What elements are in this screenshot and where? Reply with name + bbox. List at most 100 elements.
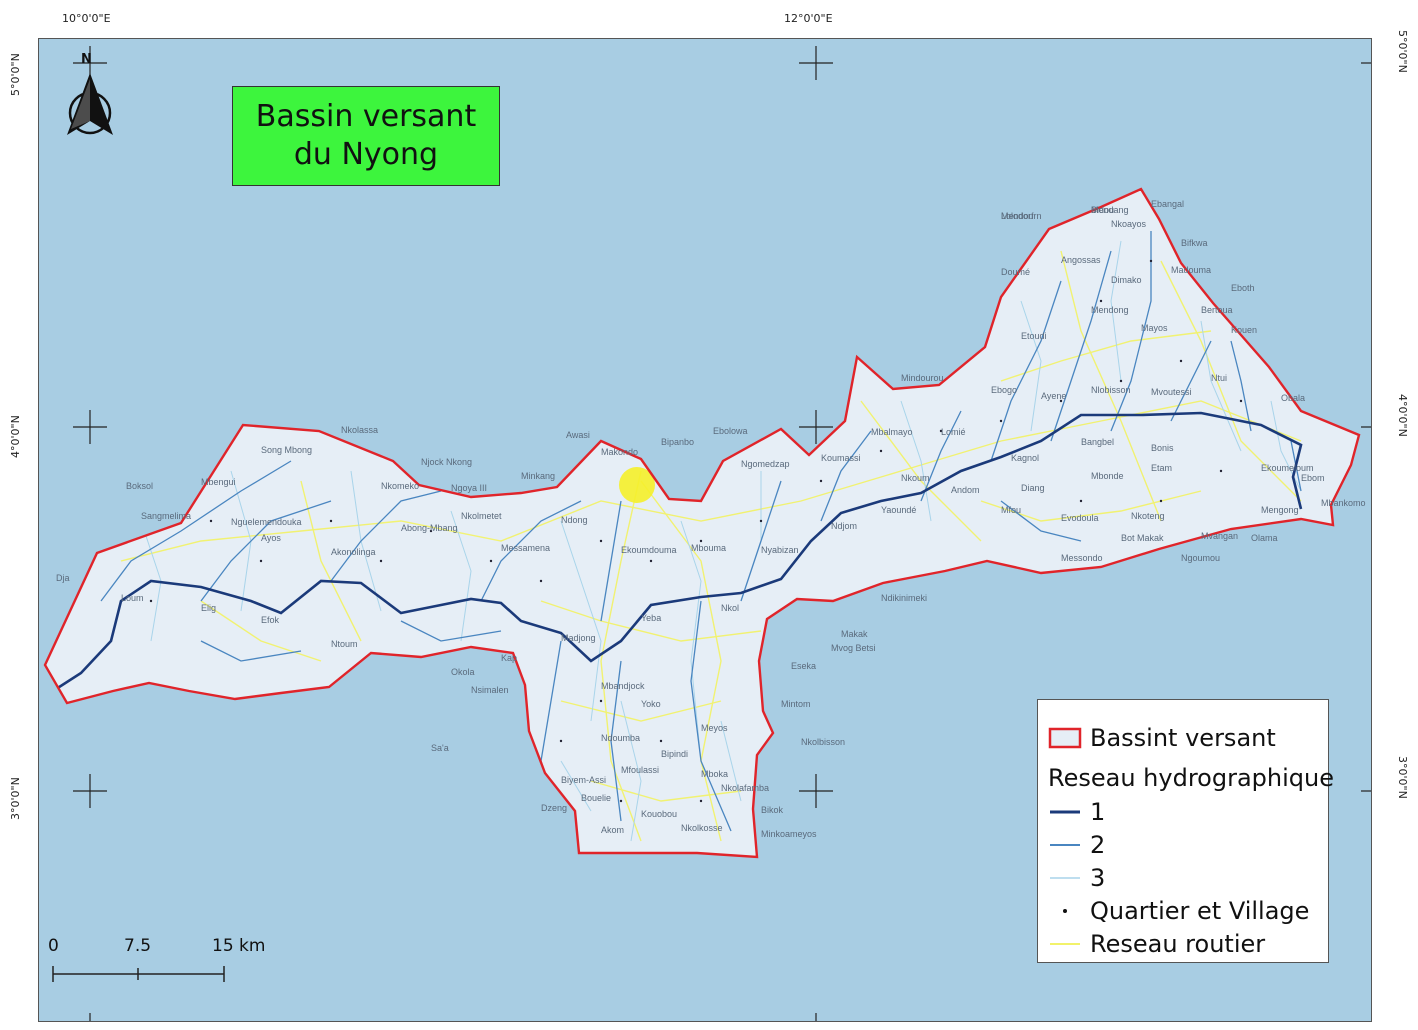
legend-roads-label: Reseau routier xyxy=(1090,930,1266,958)
basin-area xyxy=(45,189,1359,857)
place-label: Ebogo xyxy=(991,385,1017,395)
place-label: Bot Makak xyxy=(1121,533,1164,543)
place-label: Etoudi xyxy=(1021,331,1047,341)
legend-row-order3: 3 xyxy=(1048,864,1105,892)
place-label: Sa'a xyxy=(431,743,449,753)
place-label: Mintom xyxy=(781,699,811,709)
place-label: Evodoula xyxy=(1061,513,1099,523)
map-legend: Bassint versant Reseau hydrographique 1 … xyxy=(1037,699,1334,963)
coord-label-top-left: 10°0'0"E xyxy=(62,12,111,25)
place-label: Kouobou xyxy=(641,809,677,819)
place-labels: MendournMendangEbangalNkoayosBifkwaSong … xyxy=(56,199,1366,839)
place-label: Lomié xyxy=(941,427,966,437)
place-label: Elig xyxy=(201,603,216,613)
place-label: Nkoayos xyxy=(1111,219,1147,229)
place-label: Awasi xyxy=(566,430,590,440)
map-canvas: MendournMendangEbangalNkoayosBifkwaSong … xyxy=(43,46,1371,1021)
place-label: Ndong xyxy=(561,515,588,525)
place-label: Dzeng xyxy=(541,803,567,813)
place-label: Bonis xyxy=(1151,443,1174,453)
place-label: Nkoteng xyxy=(1131,511,1165,521)
village-point-icon xyxy=(1048,900,1082,922)
place-label: Mbalmayo xyxy=(871,427,913,437)
place-label: Mbengui xyxy=(201,477,236,487)
place-label: Ayos xyxy=(261,533,281,543)
place-label: Nkol xyxy=(721,603,739,613)
legend-basin-label: Bassint versant xyxy=(1090,724,1276,752)
place-label: Njock Nkong xyxy=(421,457,472,467)
place-label: Mbouma xyxy=(691,543,726,553)
place-label: Akonolinga xyxy=(331,547,376,557)
place-label: Mendourn xyxy=(1001,211,1042,221)
place-label: Makondo xyxy=(601,447,638,457)
place-label: Yeba xyxy=(641,613,661,623)
place-label: Nlobisson xyxy=(1091,385,1131,395)
place-label: Angossas xyxy=(1061,255,1101,265)
place-label: Obala xyxy=(1281,393,1305,403)
place-label: Ebom xyxy=(1301,473,1325,483)
place-label: Makak xyxy=(841,629,868,639)
place-label: Mendang xyxy=(1091,205,1129,215)
place-label: Ayene xyxy=(1041,391,1066,401)
place-label: Koumassi xyxy=(821,453,861,463)
place-label: Bipindi xyxy=(661,749,688,759)
village-points xyxy=(149,259,1243,803)
north-arrow-icon xyxy=(67,73,113,135)
legend-row-order2: 2 xyxy=(1048,831,1105,859)
place-label: Nkolkosse xyxy=(681,823,723,833)
place-label: Okola xyxy=(451,667,475,677)
place-label: Mengong xyxy=(1261,505,1299,515)
place-label: Kouen xyxy=(1231,325,1257,335)
place-label: Mindourou xyxy=(901,373,944,383)
place-label: Dja xyxy=(56,573,70,583)
place-label: Minkoameyos xyxy=(761,829,817,839)
place-label: Nkolafamba xyxy=(721,783,769,793)
place-label: Olama xyxy=(1251,533,1278,543)
place-label: Ntoum xyxy=(331,639,358,649)
place-label: Bikok xyxy=(761,805,784,815)
coord-label-left-lat3: 3°0'0"N xyxy=(9,777,22,820)
place-label: Nkolassa xyxy=(341,425,378,435)
place-label: Bifkwa xyxy=(1181,238,1208,248)
legend-order3-label: 3 xyxy=(1090,864,1106,892)
place-label: Loum xyxy=(121,593,144,603)
place-label: Mvangan xyxy=(1201,531,1238,541)
place-label: Messamena xyxy=(501,543,550,553)
place-label: Mfou xyxy=(1001,505,1021,515)
place-label: Messondo xyxy=(1061,553,1103,563)
place-label: Mvoutessi xyxy=(1151,387,1192,397)
place-label: Ntui xyxy=(1211,373,1227,383)
place-label: Ndjom xyxy=(831,521,857,531)
coord-label-right-lat5: 5°0'0"N xyxy=(1396,30,1409,73)
map-title-box: Bassin versant du Nyong xyxy=(232,86,500,186)
place-label: Ngoumou xyxy=(1181,553,1220,563)
place-label: Nkoum xyxy=(901,473,930,483)
scale-label-zero: 0 xyxy=(48,936,59,956)
basin-border xyxy=(43,187,1361,859)
place-label: Akom xyxy=(601,825,624,835)
place-label: Meyos xyxy=(701,723,728,733)
place-label: Mbandjock xyxy=(601,681,645,691)
river-order1-line-icon xyxy=(1048,801,1082,823)
place-label: Nkomeko xyxy=(381,481,419,491)
map-title-line1: Bassin versant xyxy=(255,99,477,134)
place-label: Ekoumeloum xyxy=(1261,463,1314,473)
place-label: Yaoundé xyxy=(881,505,916,515)
place-label: Mbonde xyxy=(1091,471,1124,481)
scale-label-end: 15 km xyxy=(212,936,266,956)
coord-label-right-lat4: 4°0'0"N xyxy=(1396,394,1409,437)
place-label: Ebangal xyxy=(1151,199,1184,209)
place-label: Diang xyxy=(1021,483,1045,493)
place-label: Ngoya III xyxy=(451,483,487,493)
river-order2-line-icon xyxy=(1048,834,1082,856)
place-label: Mvog Betsi xyxy=(831,643,876,653)
north-label: N xyxy=(81,52,92,67)
place-label: Ngomedzap xyxy=(741,459,790,469)
place-label: Bidou xyxy=(1091,205,1114,215)
river-main-order1 xyxy=(52,411,1303,693)
legend-row-network-title: Reseau hydrographique xyxy=(1048,764,1334,792)
place-label: Lolodorf xyxy=(1001,211,1034,221)
place-label: Biyem-Assi xyxy=(561,775,606,785)
place-label: Kap xyxy=(501,653,517,663)
scale-bar xyxy=(52,966,225,982)
